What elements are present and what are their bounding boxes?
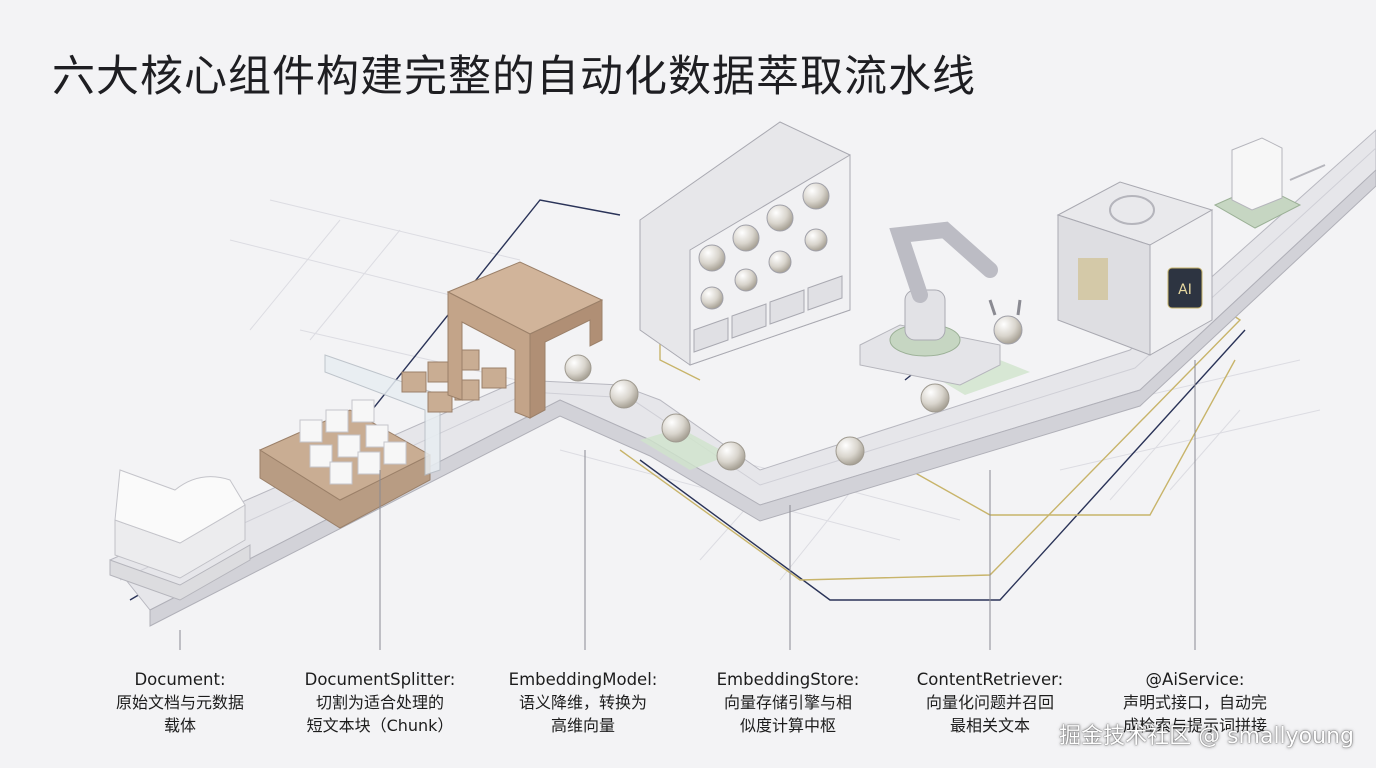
- component-name: Document:: [134, 670, 226, 689]
- ai-chip-label: AI: [1178, 282, 1192, 298]
- vector-spheres: [564, 354, 950, 471]
- component-label-embedding-model: EmbeddingModel: 语义降维，转换为 高维向量: [488, 668, 678, 737]
- component-label-document: Document: 原始文档与元数据 载体: [85, 668, 275, 737]
- component-desc: 向量化问题并召回 最相关文本: [925, 693, 1054, 735]
- document-stack-icon: [109, 469, 251, 601]
- watermark: 掘金技术社区 @ smallyoung: [1059, 724, 1354, 749]
- component-name: ContentRetriever:: [916, 670, 1064, 689]
- page-title: 六大核心组件构建完整的自动化数据萃取流水线: [52, 52, 976, 102]
- component-desc: 切割为适合处理的 短文本块（Chunk）: [306, 693, 454, 735]
- component-name: EmbeddingStore:: [716, 670, 860, 689]
- component-desc: 原始文档与元数据 载体: [115, 693, 244, 735]
- embedding-store-icon: [639, 121, 851, 366]
- component-name: @AiService:: [1145, 670, 1245, 689]
- callout-lines: [179, 360, 1196, 650]
- output-document-icon: [1213, 137, 1326, 229]
- component-name: EmbeddingModel:: [508, 670, 658, 689]
- content-retriever-icon: [859, 221, 1023, 386]
- component-desc: 声明式接口，自动完 成检索与提示词拼接: [1122, 693, 1267, 735]
- component-label-content-retriever: ContentRetriever: 向量化问题并召回 最相关文本: [895, 668, 1085, 737]
- ai-service-icon: AI: [1056, 181, 1214, 356]
- document-splitter-icon: [258, 349, 507, 529]
- component-label-embedding-store: EmbeddingStore: 向量存储引擎与相 似度计算中枢: [693, 668, 883, 737]
- component-label-document-splitter: DocumentSplitter: 切割为适合处理的 短文本块（Chunk）: [285, 668, 475, 737]
- component-name: DocumentSplitter:: [304, 670, 456, 689]
- embedding-model-icon: [446, 261, 604, 419]
- component-label-ai-service: @AiService: 声明式接口，自动完 成检索与提示词拼接: [1100, 668, 1290, 737]
- component-desc: 语义降维，转换为 高维向量: [518, 693, 647, 735]
- component-desc: 向量存储引擎与相 似度计算中枢: [723, 693, 852, 735]
